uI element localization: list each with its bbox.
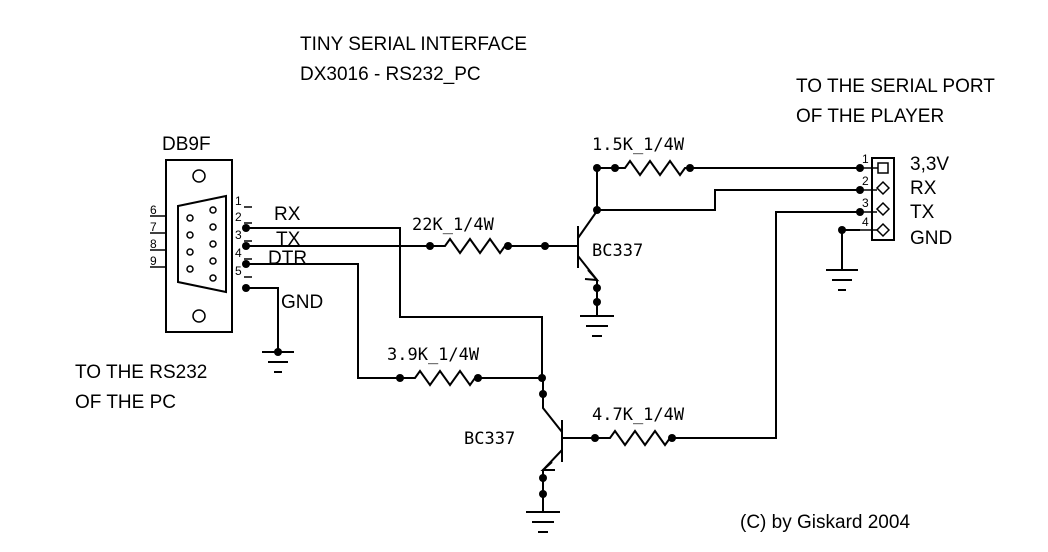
r4-label: 4.7K_1/4W [592,405,685,425]
db9-pin-4: 4 [235,246,242,260]
db9-pin-9: 9 [150,254,157,268]
db9-pin-8: 8 [150,237,157,251]
q1-label: BC337 [592,241,643,261]
r2-label: 22K_1/4W [412,215,495,235]
db9-pin-1: 1 [235,194,242,208]
player-pin-4: 4 [862,215,869,229]
signal-gnd-label: GND [281,292,323,313]
db9-pin-2: 2 [235,210,242,224]
r1-label: 1.5K_1/4W [592,135,685,155]
db9-name: DB9F [162,134,211,155]
signal-rx-label: RX [274,204,301,225]
pc-caption-line-1: TO THE RS232 [75,362,207,383]
player-pin-2: 2 [862,174,869,188]
player-caption-line-1: TO THE SERIAL PORT [796,76,995,97]
ground-symbol-q2 [526,511,560,533]
title-line-1: TINY SERIAL INTERFACE [300,34,527,55]
title-line-2: DX3016 - RS232_PC [300,64,481,85]
signal-dtr-label: DTR [268,248,307,269]
player-pin-1: 1 [862,152,869,166]
resistor-r1 [615,159,690,177]
player-label-3v3: 3,3V [910,154,949,175]
wires [246,167,860,512]
resistor-r4 [595,429,672,447]
resistor-r2 [430,237,508,255]
junction-dots [242,164,864,498]
q2-label: BC337 [464,429,515,449]
ground-symbol-player [826,269,858,291]
player-connector [860,157,895,241]
pc-caption-line-2: OF THE PC [75,392,176,413]
player-label-tx: TX [910,202,935,223]
r3-label: 3.9K_1/4W [387,345,480,365]
db9-pin-6: 6 [150,203,157,217]
signal-tx-label: TX [276,229,301,250]
player-label-rx: RX [910,178,937,199]
player-caption-line-2: OF THE PLAYER [796,106,944,127]
player-pin-3: 3 [862,196,869,210]
resistor-r3 [400,369,478,387]
db9-pin-7: 7 [150,220,157,234]
player-label-gnd: GND [910,228,952,249]
ground-symbol-q1 [580,315,614,337]
db9-connector: DB9F [162,134,233,333]
db9-pin-5: 5 [235,264,242,278]
copyright: (C) by Giskard 2004 [740,512,910,533]
db9-pin-3: 3 [235,228,242,242]
